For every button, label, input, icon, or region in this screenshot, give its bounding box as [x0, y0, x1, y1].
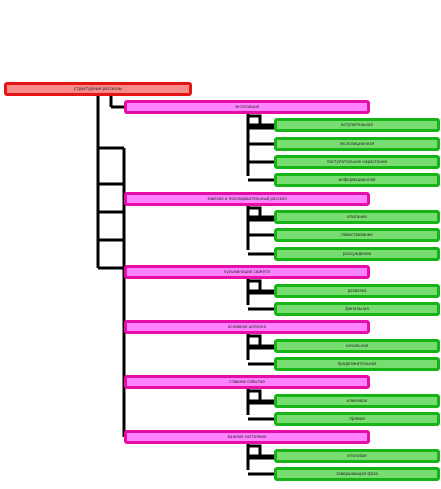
leaf-node: повествование — [274, 228, 440, 242]
leaf-node: поступательное нарастание — [274, 155, 440, 169]
category-node: завязка и последовательный рассказ — [124, 192, 370, 206]
category-node: важное состояние — [124, 430, 370, 444]
leaf-node: итоговая — [274, 449, 440, 463]
leaf-node: рассуждение — [274, 247, 440, 261]
category-node: экспозиция — [124, 100, 370, 114]
leaf-node: ключевая — [274, 394, 440, 408]
category-node: главное событие — [124, 375, 370, 389]
leaf-node: описание — [274, 210, 440, 224]
leaf-node: вступительная — [274, 118, 440, 132]
root-node: структурные рассказы — [4, 82, 192, 96]
leaf-node: информационная — [274, 173, 440, 187]
leaf-node: завершающая фаза — [274, 467, 440, 481]
category-node: основная цепочка — [124, 320, 370, 334]
leaf-node: развязка — [274, 284, 440, 298]
leaf-node: прямая — [274, 412, 440, 426]
leaf-node: экспозиционная — [274, 137, 440, 151]
leaf-node: начальная — [274, 339, 440, 353]
leaf-node: финальная — [274, 302, 440, 316]
leaf-node: продолжительная — [274, 357, 440, 371]
category-node: кульминация сюжета — [124, 265, 370, 279]
